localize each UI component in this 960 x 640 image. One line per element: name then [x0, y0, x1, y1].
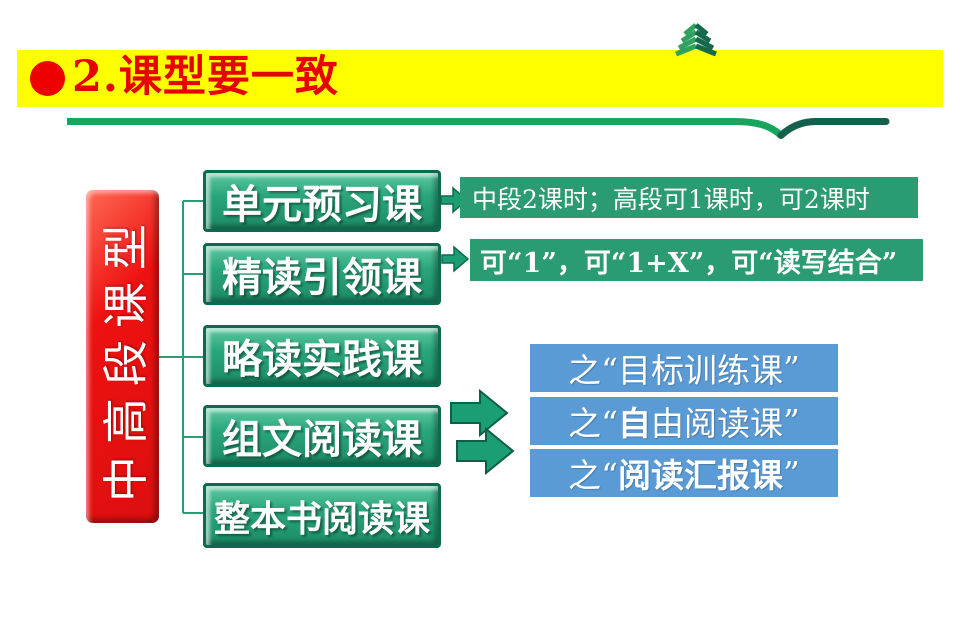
sub-course-prefix: 之“ — [568, 351, 618, 390]
sub-course-suffix: ” — [783, 453, 800, 493]
sub-course-goal-training: 之“目标训练课” — [530, 344, 838, 392]
sub-course-normal-text: 目标训练课 — [618, 351, 783, 390]
sub-course-prefix: 之“ — [568, 404, 618, 443]
sub-course-normal-text: 由阅读课 — [651, 404, 783, 443]
banner-class-hours: 中段2课时；高段可1课时，可2课时 — [460, 177, 918, 218]
double-arrow-right-icon — [450, 388, 515, 476]
course-box-label: 单元预习课 — [222, 181, 422, 228]
title-bar: 2.课型要一致 — [17, 50, 943, 107]
course-box-group-reading: 组文阅读课 — [203, 405, 441, 467]
sub-course-bold-text: 自 — [618, 404, 651, 443]
sub-course-free-reading: 之“自由阅读课” — [530, 397, 838, 445]
course-box-skimming-practice: 略读实践课 — [203, 325, 441, 387]
title-underline-swoosh — [67, 118, 890, 139]
slide-title: 2.课型要一致 — [72, 51, 339, 102]
course-box-whole-book-reading: 整本书阅读课 — [203, 483, 441, 548]
course-box-label: 整本书阅读课 — [213, 497, 430, 540]
red-circle-bullet-icon — [30, 61, 65, 96]
sub-course-suffix: ” — [783, 348, 800, 388]
course-box-label: 精读引领课 — [222, 254, 422, 301]
sub-course-suffix: ” — [783, 401, 800, 441]
category-label-box: 中高段课型 — [86, 190, 159, 523]
course-box-label: 略读实践课 — [222, 336, 422, 383]
arrow-right-icon — [441, 245, 470, 273]
sub-course-prefix: 之“ — [568, 456, 618, 495]
banner-lesson-modes: 可“1”，可“1+X”，可“读写结合” — [470, 239, 923, 281]
course-box-unit-preview: 单元预习课 — [203, 170, 441, 232]
sub-course-reading-report: 之“阅读汇报课” — [530, 449, 838, 497]
sub-course-bold-text: 阅读汇报课 — [618, 456, 783, 495]
category-label: 中高段课型 — [98, 211, 153, 502]
banner-text: 中段2课时；高段可1课时，可2课时 — [472, 184, 870, 214]
connector-lines — [159, 200, 203, 514]
course-box-intensive-reading: 精读引领课 — [203, 243, 441, 305]
banner-text: 可“1”，可“1+X”，可“读写结合” — [480, 247, 898, 279]
course-box-label: 组文阅读课 — [222, 416, 422, 463]
